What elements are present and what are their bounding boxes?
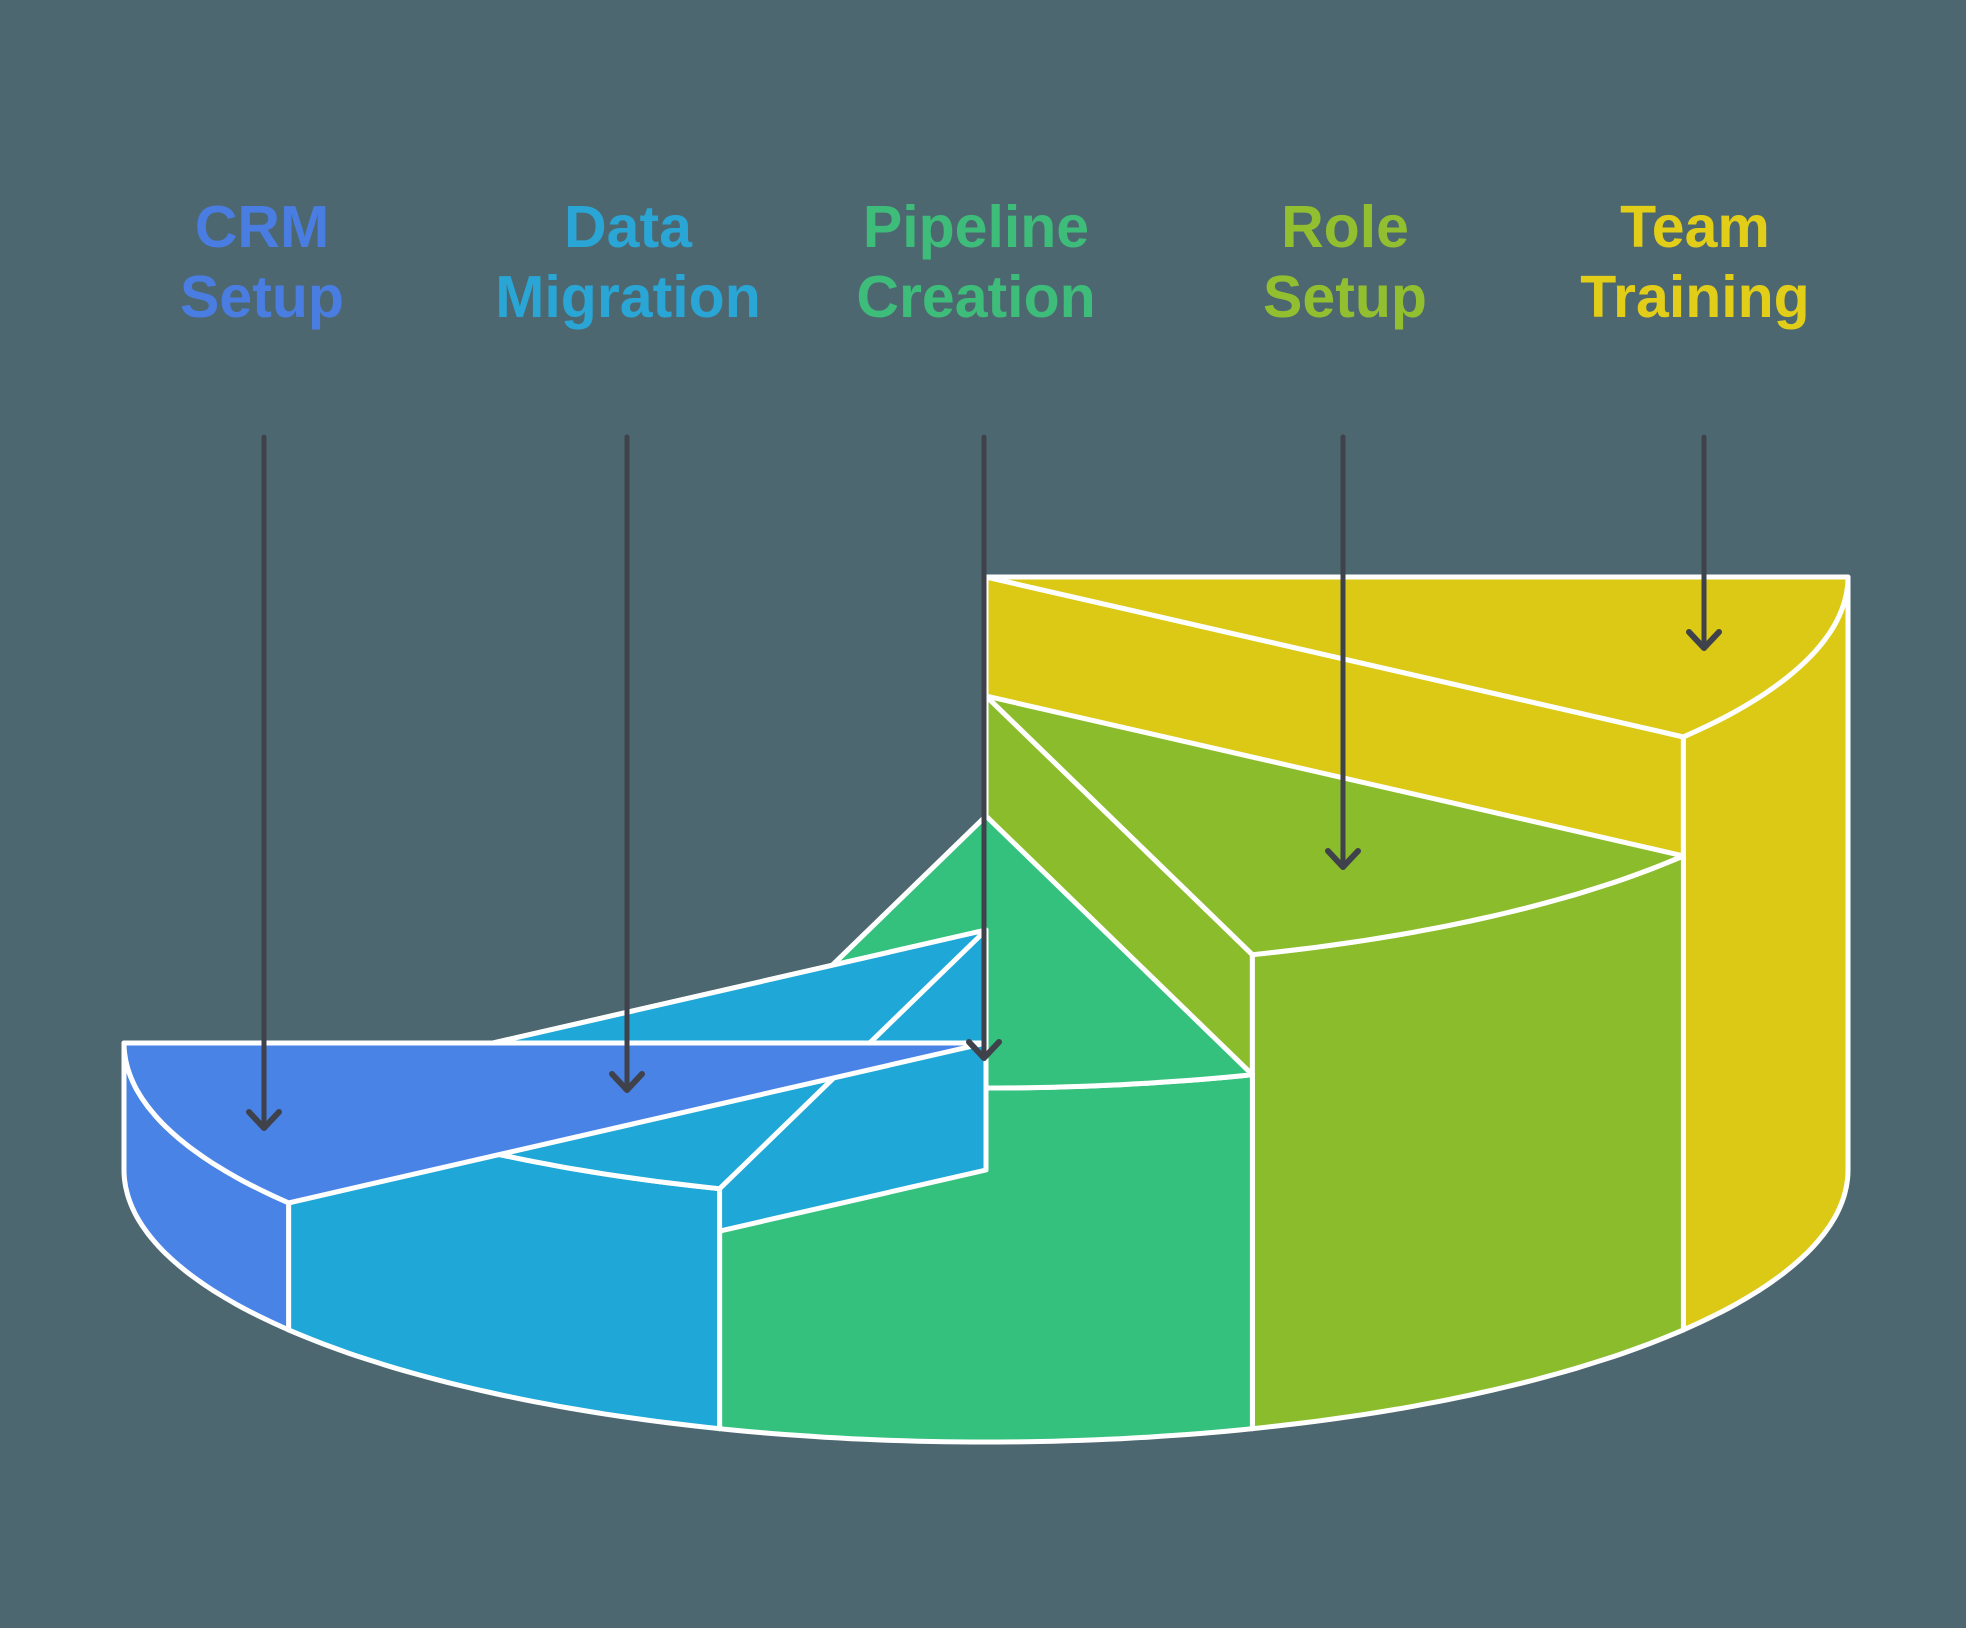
arrow-role-setup bbox=[1325, 434, 1361, 870]
label-pipeline-creation: Pipeline Creation bbox=[856, 192, 1095, 332]
arrowhead-chevron-icon bbox=[966, 1039, 1002, 1061]
label-pipeline-creation-line1: Pipeline bbox=[862, 194, 1090, 260]
label-crm-setup-line2: Setup bbox=[180, 264, 344, 330]
slice-top-surface bbox=[121, 1040, 989, 1206]
arrow-team-training bbox=[1686, 434, 1722, 651]
arrowhead-chevron-icon bbox=[1325, 848, 1361, 870]
arrowhead-chevron-icon bbox=[246, 1109, 282, 1131]
pie-slice-crm-setup bbox=[121, 1040, 989, 1333]
label-team-training-line2: Training bbox=[1580, 264, 1810, 330]
slice-top-surface bbox=[983, 574, 1851, 740]
arrowhead-chevron-icon bbox=[1686, 629, 1722, 651]
arrow-crm-setup bbox=[246, 434, 282, 1131]
arrow-data-migration bbox=[609, 434, 645, 1093]
label-data-migration-line2: Migration bbox=[495, 264, 761, 330]
label-crm-setup-line1: CRM bbox=[194, 194, 330, 260]
label-role-setup-line1: Role bbox=[1281, 194, 1409, 260]
label-data-migration: Data Migration bbox=[495, 192, 760, 332]
label-crm-setup: CRM Setup bbox=[180, 192, 344, 332]
arrow-pipeline-creation bbox=[966, 434, 1002, 1061]
label-pipeline-creation-line2: Creation bbox=[856, 264, 1096, 330]
label-role-setup: Role Setup bbox=[1263, 192, 1427, 332]
arrowhead-chevron-icon bbox=[609, 1071, 645, 1093]
label-team-training-line1: Team bbox=[1620, 194, 1770, 260]
label-data-migration-line1: Data bbox=[564, 194, 692, 260]
label-role-setup-line2: Setup bbox=[1263, 264, 1427, 330]
slice-top-surface bbox=[983, 693, 1686, 958]
label-team-training: Team Training bbox=[1580, 192, 1809, 332]
